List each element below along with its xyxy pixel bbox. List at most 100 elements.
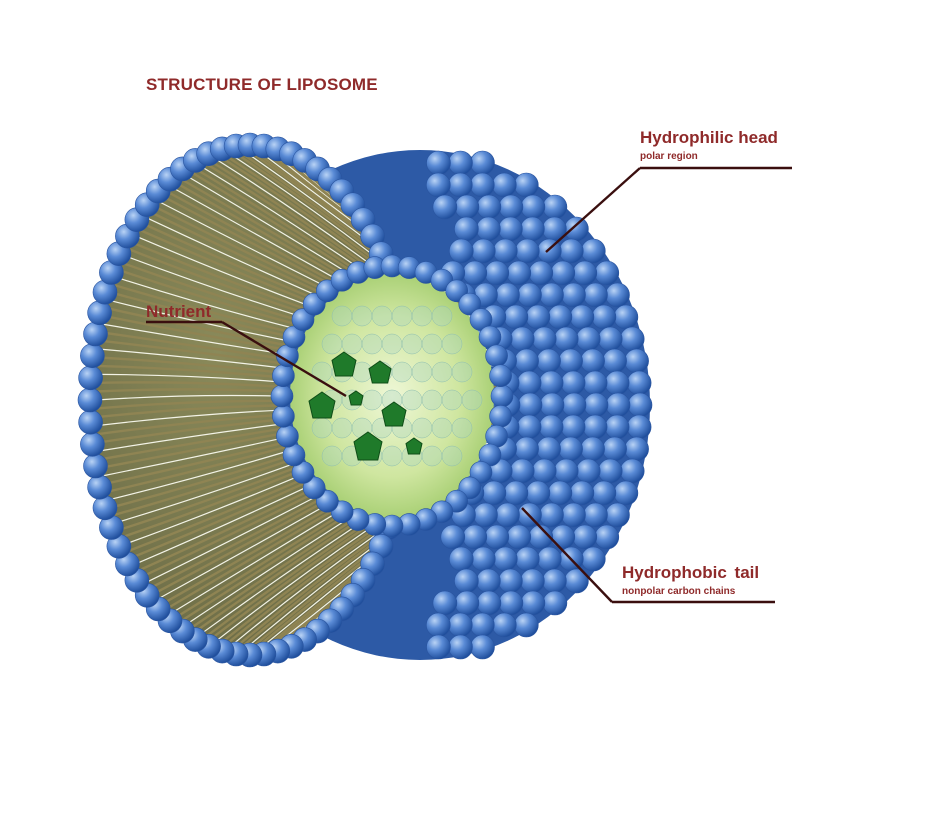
tail-chain bbox=[163, 196, 328, 284]
head-sphere bbox=[506, 524, 532, 550]
head-sphere bbox=[426, 634, 451, 660]
head-sphere bbox=[516, 370, 542, 396]
head-sphere bbox=[291, 308, 315, 331]
head-sphere bbox=[498, 194, 524, 220]
tail-chain bbox=[128, 478, 302, 552]
head-sphere bbox=[470, 238, 496, 264]
head-sphere bbox=[476, 194, 502, 220]
leader-line-hydrophobic-tail-diagonal bbox=[521, 507, 613, 603]
head-sphere bbox=[580, 436, 605, 462]
head-sphere bbox=[583, 282, 608, 308]
head-sphere bbox=[83, 453, 108, 479]
inner-head-sphere bbox=[391, 361, 413, 383]
head-sphere bbox=[531, 458, 557, 484]
tail-chain bbox=[222, 529, 373, 643]
head-sphere bbox=[470, 546, 496, 572]
head-sphere bbox=[558, 348, 583, 374]
head-sphere bbox=[78, 409, 103, 435]
head-sphere bbox=[498, 568, 523, 594]
inner-head-sphere bbox=[331, 417, 353, 439]
tail-chain bbox=[97, 413, 278, 436]
head-sphere bbox=[517, 392, 543, 418]
head-sphere bbox=[582, 370, 608, 396]
tail-chain bbox=[97, 373, 278, 383]
head-sphere bbox=[87, 300, 112, 326]
nutrient-particle bbox=[348, 390, 364, 406]
head-sphere bbox=[605, 282, 630, 308]
tail-chain bbox=[119, 269, 295, 325]
inner-head-sphere bbox=[461, 389, 483, 411]
tail-chain bbox=[135, 486, 307, 565]
head-sphere bbox=[454, 216, 479, 242]
head-sphere bbox=[489, 404, 512, 428]
head-sphere bbox=[553, 326, 579, 352]
head-sphere bbox=[531, 326, 557, 352]
head-sphere bbox=[432, 590, 458, 616]
head-sphere bbox=[425, 612, 451, 638]
head-sphere bbox=[560, 370, 586, 396]
tail-chain bbox=[167, 510, 332, 609]
tail-chain bbox=[202, 525, 357, 634]
head-sphere bbox=[550, 524, 576, 550]
inner-head-sphere bbox=[441, 445, 463, 467]
head-sphere bbox=[569, 480, 595, 506]
inner-head-sphere bbox=[381, 445, 403, 467]
inner-head-sphere bbox=[441, 389, 463, 411]
head-sphere bbox=[514, 436, 539, 462]
head-sphere bbox=[476, 568, 501, 594]
label-nutrient: Nutrient bbox=[146, 302, 212, 321]
head-sphere bbox=[626, 370, 652, 396]
head-sphere bbox=[580, 546, 606, 572]
inner-head-sphere bbox=[401, 389, 423, 411]
tail-chain bbox=[107, 307, 286, 347]
tail-chain bbox=[154, 206, 322, 290]
tail-chain bbox=[202, 166, 357, 267]
head-sphere bbox=[469, 172, 495, 198]
head-sphere bbox=[448, 546, 474, 572]
nutrient-particle bbox=[405, 437, 423, 455]
head-sphere bbox=[604, 370, 630, 396]
head-sphere bbox=[575, 326, 601, 352]
inner-head-sphere bbox=[391, 305, 413, 327]
tail-chain bbox=[135, 235, 307, 306]
inner-head-sphere bbox=[331, 305, 353, 327]
tail-chain bbox=[96, 404, 277, 419]
head-sphere bbox=[538, 370, 564, 396]
tail-chain bbox=[102, 331, 282, 360]
head-sphere bbox=[572, 260, 598, 286]
tail-chain bbox=[168, 191, 332, 282]
head-sphere bbox=[538, 414, 564, 440]
tail-chain bbox=[212, 161, 365, 265]
tail-chain bbox=[125, 255, 299, 317]
head-sphere bbox=[87, 474, 112, 500]
head-sphere bbox=[553, 458, 579, 484]
head-sphere bbox=[447, 612, 473, 638]
tail-chain bbox=[107, 445, 286, 493]
head-sphere bbox=[602, 348, 627, 374]
head-sphere bbox=[575, 458, 601, 484]
head-sphere bbox=[458, 292, 482, 316]
tail-chain bbox=[111, 454, 289, 509]
leader-lines bbox=[146, 166, 792, 604]
head-sphere bbox=[520, 194, 546, 220]
tail-chain bbox=[103, 323, 283, 355]
head-sphere bbox=[542, 568, 567, 594]
tail-chain bbox=[154, 502, 322, 594]
inner-head-sphere bbox=[421, 389, 443, 411]
head-sphere bbox=[604, 414, 630, 440]
inner-head-sphere bbox=[411, 417, 433, 439]
inner-head-sphere bbox=[381, 333, 403, 355]
nutrient-particle bbox=[331, 351, 357, 377]
head-sphere bbox=[605, 502, 630, 528]
tail-chain bbox=[207, 163, 361, 266]
tail-chain bbox=[206, 526, 361, 637]
head-sphere bbox=[591, 480, 617, 506]
head-sphere bbox=[77, 387, 103, 413]
tail-chain bbox=[139, 489, 310, 572]
head-sphere bbox=[495, 282, 520, 308]
head-sphere bbox=[569, 304, 595, 330]
head-sphere bbox=[591, 304, 617, 330]
head-sphere bbox=[272, 364, 295, 388]
head-sphere bbox=[517, 282, 542, 308]
